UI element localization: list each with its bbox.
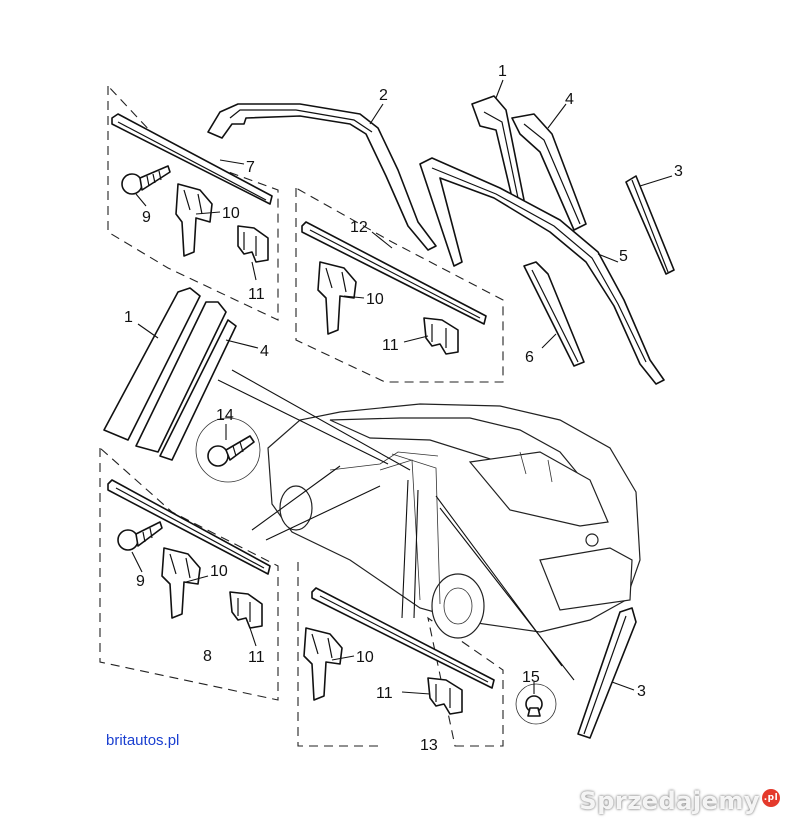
callout-10-bottom: 10: [210, 563, 228, 580]
clip-11-mid: [423, 317, 459, 355]
leader-10-bot: [185, 575, 209, 583]
leader-10-mid: [343, 295, 365, 299]
leader-2: [369, 103, 384, 125]
leader-3-bot: [611, 681, 635, 691]
callout-4-top: 4: [565, 91, 574, 108]
leader-11-bot: [249, 627, 257, 647]
clip-10-top: [175, 183, 213, 257]
pillar-trim-1-left: [103, 287, 201, 441]
leader-5: [597, 253, 619, 263]
pointer-line-4: [265, 485, 381, 541]
roof-rail-2: [207, 103, 437, 251]
leader-7: [219, 159, 245, 165]
pillar-trim-3-bottom-edge: [583, 615, 627, 735]
callout-11-top: 11: [248, 286, 265, 303]
leader-4-top: [547, 103, 567, 129]
pillar-trim-3-top-edge: [631, 179, 669, 273]
moulding-strip-12-edge: [309, 229, 481, 319]
callout-1-left: 1: [124, 309, 133, 326]
clip-15: [515, 683, 557, 725]
moulding-strip-13-edge: [319, 595, 489, 683]
pointer-line-2: [231, 369, 411, 471]
callout-6: 6: [525, 349, 534, 366]
callout-9-bottom: 9: [136, 573, 145, 590]
leader-11-b13: [401, 691, 431, 695]
callout-9-top: 9: [142, 209, 151, 226]
callout-4-left: 4: [260, 343, 269, 360]
pillar-trim-4-left-a: [135, 301, 227, 453]
screw-14: [195, 417, 261, 483]
site-link[interactable]: britautos.pl: [106, 732, 180, 749]
callout-5: 5: [619, 248, 628, 265]
leader-4-left: [225, 339, 259, 349]
callout-14: 14: [216, 407, 234, 424]
callout-12: 12: [350, 219, 368, 236]
clip-11-top: [237, 225, 269, 263]
pointer-line-5: [401, 479, 409, 619]
pillar-trim-4-top-edge: [523, 123, 581, 225]
roof-rail-2-edge: [229, 109, 373, 133]
pillar-trim-6-edge: [531, 269, 579, 363]
clip-11-group13: [427, 677, 463, 715]
leader-10-top: [195, 211, 221, 215]
group-box-7: [107, 84, 279, 321]
leader-6: [541, 333, 557, 349]
callout-1-top: 1: [498, 63, 507, 80]
car-illustration: [267, 403, 641, 639]
screw-9-bottom: [117, 521, 163, 551]
pointer-line-1: [217, 379, 389, 465]
pillar-trim-1-top-edge: [483, 111, 519, 199]
watermark-logo: Sprzedajemy.pl: [579, 787, 780, 815]
moulding-strip-8-edge: [115, 487, 265, 569]
callout-7: 7: [246, 159, 255, 176]
pillar-trim-4-top: [511, 113, 587, 231]
moulding-strip-7-edge: [117, 121, 267, 201]
rail-5-edge: [431, 167, 647, 363]
leader-3-top: [639, 175, 673, 187]
callout-3-bottom: 3: [637, 683, 646, 700]
clip-11-bottom: [229, 591, 263, 629]
group-box-8: [99, 446, 279, 701]
callout-11-bottom: 11: [248, 649, 265, 666]
callout-15: 15: [522, 669, 540, 686]
leader-11-mid: [403, 335, 429, 343]
leader-1-top: [495, 79, 504, 99]
leader-1-left: [137, 323, 159, 339]
leader-12: [371, 231, 393, 249]
callout-10-top: 10: [222, 205, 240, 222]
watermark-text: Sprzedajemy: [579, 787, 760, 815]
leader-9-top: [135, 193, 147, 207]
rail-5: [419, 157, 665, 385]
pointer-line-6: [413, 489, 419, 619]
group-box-12: [295, 187, 504, 383]
clip-10-bottom: [161, 547, 201, 619]
leader-11-top: [251, 261, 257, 281]
callout-2: 2: [379, 87, 388, 104]
pointer-line-8: [439, 507, 575, 681]
callout-10-group13: 10: [356, 649, 374, 666]
screw-9-top: [121, 165, 171, 195]
pointer-line-3: [251, 465, 341, 531]
callout-13: 13: [420, 737, 438, 754]
callout-8: 8: [203, 648, 212, 665]
callout-11-mid: 11: [382, 337, 399, 354]
leader-10-b13: [331, 655, 355, 661]
clip-10-mid: [317, 261, 357, 335]
watermark-badge: .pl: [762, 789, 780, 807]
pillar-trim-3-bottom: [577, 607, 637, 739]
leader-9-bot: [131, 551, 143, 573]
callout-3-top: 3: [674, 163, 683, 180]
clip-10-group13: [303, 627, 343, 701]
callout-10-mid: 10: [366, 291, 384, 308]
callout-11-group13: 11: [376, 685, 393, 702]
pillar-trim-4-left-b: [159, 319, 237, 461]
